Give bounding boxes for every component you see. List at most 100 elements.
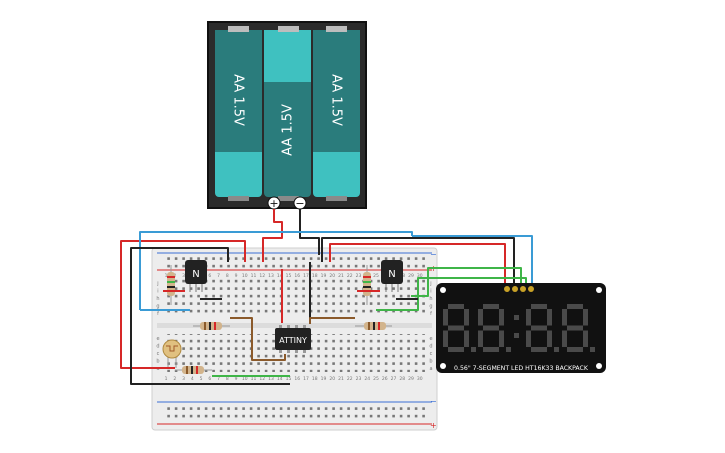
column-number: 9 [235,273,238,279]
wire-right-black[interactable] [321,237,515,286]
wire-right-blue[interactable] [412,235,533,286]
resistor-horizontal-left[interactable] [193,322,230,330]
wire-right-green-1[interactable] [411,267,522,297]
column-number: 25 [373,376,379,382]
digit-2-segment [499,330,504,347]
digit-1-segment [464,309,469,326]
wire-left-red-loop[interactable] [120,240,246,369]
row-letter: e [156,336,159,342]
row-letter: g [156,304,159,310]
digit-4-segment [583,330,588,347]
seven-segment-display[interactable]: 0.56" 7-SEGMENT LED HT16K33 BACKPACK [436,283,606,373]
column-number: 28 [399,376,405,382]
digit-3-segment [526,309,531,326]
column-number: 3 [182,376,185,382]
wire-right-red[interactable] [329,243,506,286]
digit-3-segment [531,347,547,352]
digit-1-segment [464,330,469,347]
column-number: 25 [373,273,379,279]
column-number: 15 [286,273,292,279]
wire-brown-right[interactable] [309,317,355,324]
battery-pack[interactable]: AA 1.5V AA 1.5V AA 1.5V + − [207,21,367,210]
digit-3-segment [547,330,552,347]
transistor-right[interactable]: N [381,260,403,292]
display-label: 0.56" 7-SEGMENT LED HT16K33 BACKPACK [454,365,589,372]
digit-4-dot [590,347,595,352]
wire-battery-minus[interactable] [299,209,320,255]
column-number: 26 [382,376,388,382]
column-number: 20 [329,273,335,279]
wire-left-black-loop[interactable] [130,247,290,385]
battery-cell-3-label: AA 1.5V [329,74,344,126]
row-letter: d [156,344,159,350]
digit-4-segment [567,304,583,309]
photoresistor[interactable] [162,339,182,368]
digit-4-segment [583,309,588,326]
digit-3-dot [554,347,559,352]
wire-left-blue-loop[interactable] [139,231,413,310]
digit-1-segment [448,304,464,309]
column-number: 9 [235,376,238,382]
digit-4-segment [562,330,567,347]
row-letter: b [156,359,159,365]
digit-3-segment [547,309,552,326]
column-number: 7 [217,376,220,382]
column-number: 30 [417,273,423,279]
row-letter: b [429,359,432,365]
column-number: 24 [364,376,370,382]
attiny-chip[interactable]: ATTINY [275,325,311,353]
column-number: 22 [347,376,353,382]
display-digits [443,304,595,352]
column-number: 27 [391,376,397,382]
center-channel [157,323,432,328]
rail-minus-bottom: − [430,397,437,406]
battery-cell-2-label: AA 1.5V [281,104,296,156]
row-letter: h [429,296,432,302]
column-number: 29 [408,376,414,382]
column-number: 15 [286,376,292,382]
column-number: 11 [251,376,257,382]
bottom-power-rail[interactable] [163,405,426,420]
wire-battery-plus[interactable] [262,209,283,262]
wire-right-green-2[interactable] [376,277,527,311]
column-number: 13 [268,273,274,279]
column-number: 8 [226,273,229,279]
resistor-horizontal-right[interactable] [355,322,392,330]
column-number: 17 [303,376,309,382]
rail-minus-top: − [430,250,437,259]
column-number: 2 [173,376,176,382]
column-number: 17 [303,273,309,279]
colon-lower [514,333,519,338]
display-header-pins[interactable] [504,286,534,292]
column-number: 10 [242,273,248,279]
column-number: 16 [294,273,300,279]
resistor-horizontal-bottom[interactable] [175,366,212,374]
column-number: 1 [165,376,168,382]
battery-cell-1: AA 1.5V [215,26,262,201]
digit-2-segment [478,330,483,347]
column-number: 23 [356,376,362,382]
transistor-left-label: N [192,269,199,280]
column-number: 6 [208,273,211,279]
digit-2-segment [499,309,504,326]
column-number: 21 [338,273,344,279]
row-letter: f [157,311,159,317]
wire-brown-left[interactable] [230,317,286,361]
battery-cell-2: AA 1.5V [264,26,311,201]
digit-2-segment [483,347,499,352]
attiny-chip-label: ATTINY [279,336,307,345]
digit-3-segment [526,330,531,347]
column-number: 11 [251,273,257,279]
column-number: 8 [226,376,229,382]
column-number: 5 [200,376,203,382]
colon-upper [514,315,519,320]
transistor-left[interactable]: N [185,260,207,292]
digit-4-segment [567,325,583,331]
row-letter: i [430,289,431,295]
digit-1-segment [443,330,448,347]
column-number: 29 [408,273,414,279]
column-number: 4 [191,376,194,382]
battery-minus-symbol: − [295,197,304,210]
